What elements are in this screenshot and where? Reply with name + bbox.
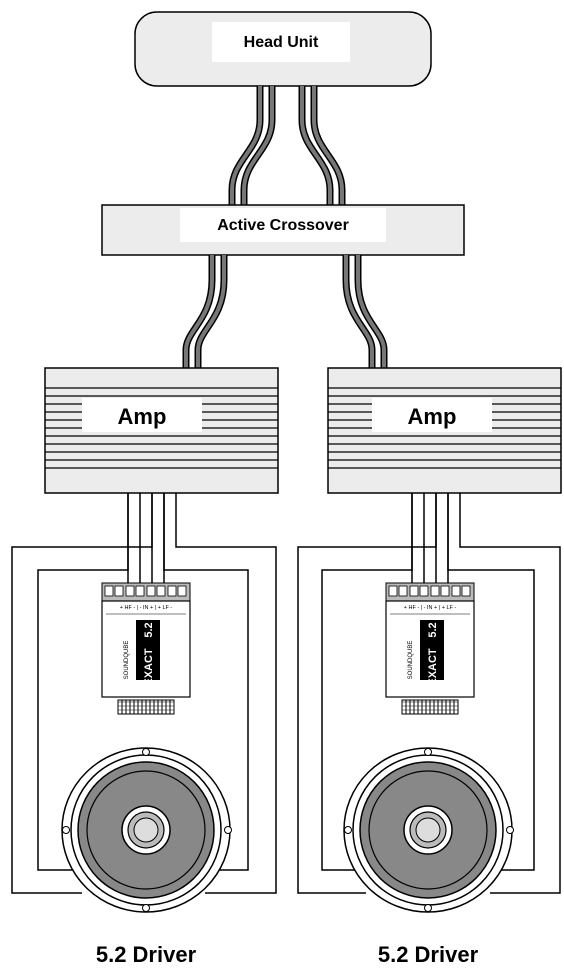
- module-left-brand: SOUNDQUBE: [124, 641, 130, 680]
- driver-right-label: 5.2 Driver: [378, 942, 479, 967]
- module-left-version: 5.2: [143, 622, 155, 637]
- cable-xo-right-a: [342, 255, 376, 368]
- crossover-module-right: + HF - | - IN + | + LF - SOUNDQUBE EXACT…: [385, 582, 475, 715]
- cable-hu-left-a: [228, 86, 264, 205]
- amp-right: Amp: [327, 367, 562, 494]
- amp-left: Amp: [44, 367, 279, 494]
- head-unit: Head Unit: [134, 11, 432, 87]
- module-right-brand: SOUNDQUBE: [408, 641, 414, 680]
- active-crossover: Active Crossover: [101, 204, 465, 256]
- speaker-right: + HF - | - IN + | + LF - SOUNDQUBE EXACT…: [297, 493, 561, 967]
- cable-xo-left-a: [182, 255, 216, 368]
- cable-hu-right-a: [298, 86, 334, 205]
- driver-left: [61, 747, 232, 913]
- crossover-module-left: + HF - | - IN + | + LF - SOUNDQUBE EXACT…: [101, 582, 191, 715]
- amp-left-label: Amp: [118, 404, 167, 429]
- crossover-label: Active Crossover: [217, 217, 349, 234]
- module-left-model: EXACT: [143, 648, 155, 686]
- cable-hu-left-b: [240, 86, 276, 205]
- cables-crossover-to-amps: [182, 255, 388, 368]
- speaker-left: + HF - | - IN + | + LF - SOUNDQUBE EXACT…: [11, 493, 277, 967]
- module-right-version: 5.2: [427, 622, 439, 637]
- driver-left-label: 5.2 Driver: [96, 942, 197, 967]
- module-right-terminals: + HF - | - IN + | + LF -: [404, 605, 457, 611]
- amp-right-label: Amp: [408, 404, 457, 429]
- cable-hu-right-b: [310, 86, 346, 205]
- module-right-model: EXACT: [427, 648, 439, 686]
- cables-headunit-to-crossover: [228, 86, 346, 205]
- module-left-terminals: + HF - | - IN + | + LF -: [120, 605, 173, 611]
- cable-xo-right-b: [354, 255, 388, 368]
- driver-right: [343, 747, 514, 913]
- cable-xo-left-b: [194, 255, 228, 368]
- head-unit-label: Head Unit: [244, 34, 319, 51]
